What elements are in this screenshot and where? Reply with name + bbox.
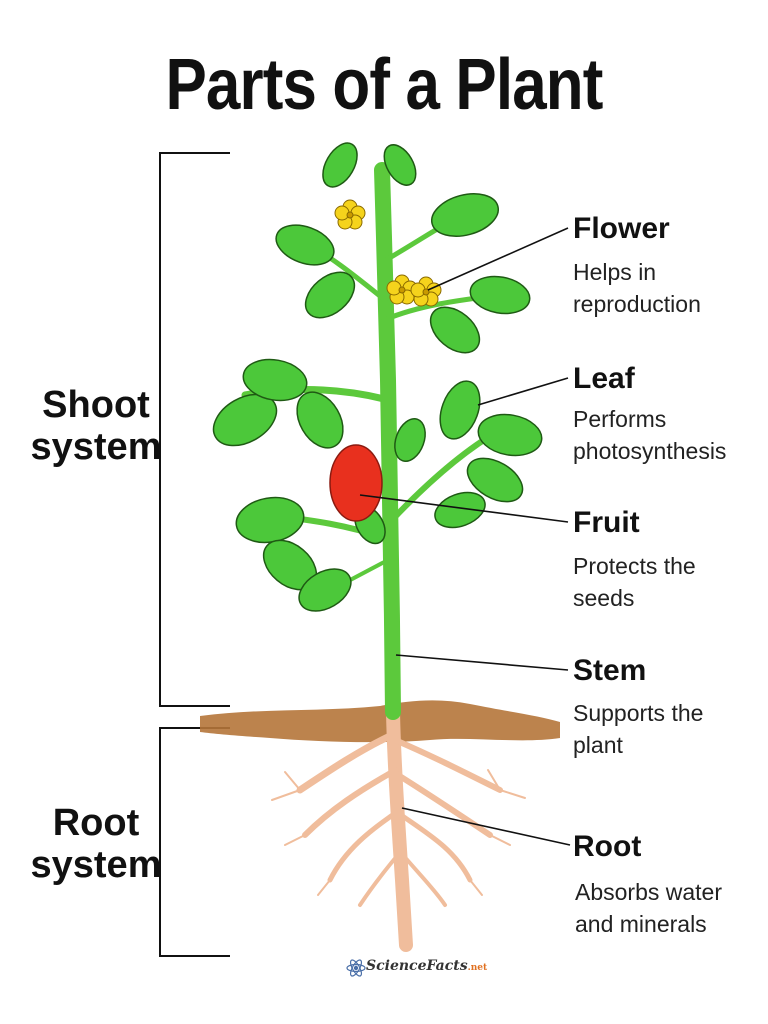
page-title: Parts of a Plant <box>165 45 603 125</box>
root-system-label-line1: Root <box>52 802 140 844</box>
fruit-description: Protects the seeds <box>573 550 696 614</box>
credit-text: ScienceFacts <box>366 958 468 974</box>
shoot-system-label: Shoot system <box>26 384 166 468</box>
root-description-line2: and minerals <box>575 911 707 937</box>
root-pointer <box>401 807 571 846</box>
root-system-bracket <box>159 727 230 957</box>
root-system-label: Root system <box>26 802 166 886</box>
leaf-label: Leaf <box>573 362 635 395</box>
flower-description-line1: Helps in <box>573 259 657 285</box>
flower-description: Helps in reproduction <box>573 256 701 320</box>
stem-description-line2: plant <box>573 732 623 758</box>
sciencefacts-credit: ScienceFacts.net <box>366 958 487 974</box>
stem-pointer <box>395 654 569 671</box>
fruit-description-line1: Protects the <box>573 553 696 579</box>
root-system-label-line2: system <box>30 844 162 886</box>
root-label: Root <box>573 830 642 863</box>
fruit-label: Fruit <box>573 506 640 539</box>
leaf-description-line1: Performs <box>573 406 667 432</box>
shoot-system-label-line2: system <box>30 426 162 468</box>
soil-strip <box>200 700 560 743</box>
stem-description-line1: Supports the <box>573 700 704 726</box>
sciencefacts-logo-icon <box>346 959 366 977</box>
credit-suffix: .net <box>467 963 488 973</box>
leaf-pointer <box>477 377 569 406</box>
leaf-description: Performs photosynthesis <box>573 403 726 467</box>
stem-description: Supports the plant <box>573 697 703 761</box>
leaf-cluster <box>212 142 543 612</box>
leaf-description-line2: photosynthesis <box>573 438 727 464</box>
flower-pointer <box>427 227 569 291</box>
root-description: Absorbs water and minerals <box>575 876 722 940</box>
root-description-line1: Absorbs water <box>575 879 723 905</box>
fruit-illustration <box>329 444 383 522</box>
fruit-description-line2: seeds <box>573 585 635 611</box>
flower-description-line2: reproduction <box>573 291 701 317</box>
stem-label: Stem <box>573 654 647 687</box>
fruit-pointer <box>359 494 569 523</box>
shoot-system-label-line1: Shoot <box>42 384 150 426</box>
shoot-system-bracket <box>159 152 230 707</box>
root-illustration <box>271 705 526 952</box>
flower-label: Flower <box>573 212 670 245</box>
